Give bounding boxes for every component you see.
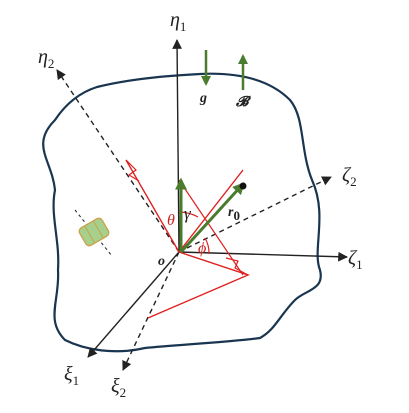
body-outline xyxy=(42,72,322,353)
eta1-label: η1 xyxy=(170,9,186,34)
theta-label: θ xyxy=(167,212,175,229)
xi2-axis xyxy=(122,251,180,371)
r0-endpoint xyxy=(239,182,247,190)
xi2-label: ξ2 xyxy=(111,375,126,400)
origin-label: o xyxy=(158,254,165,269)
eta1-axis xyxy=(172,39,182,253)
zeta1-label: ζ1 xyxy=(348,247,363,272)
buoyancy-label: 𝓑 xyxy=(235,95,252,110)
eta2-label: η2 xyxy=(38,46,54,71)
particle-axis xyxy=(74,209,113,257)
gravity-label: g xyxy=(199,91,207,106)
phi-arc xyxy=(204,237,210,255)
r0-label: r0 xyxy=(228,205,240,223)
theta-projection xyxy=(178,179,244,276)
phi-label: ϕ xyxy=(198,240,206,257)
theta-arc xyxy=(178,211,199,218)
zeta2-label: ζ2 xyxy=(342,164,357,189)
zeta2-axis xyxy=(178,176,332,253)
r0-vector xyxy=(179,182,245,254)
eta2-axis xyxy=(56,69,180,253)
zeta1-axis xyxy=(178,251,348,262)
xi1-axis xyxy=(87,251,180,358)
upper-right-angle-mark xyxy=(125,159,140,182)
xi1-label: ξ1 xyxy=(64,363,79,388)
gamma-label: γ xyxy=(184,204,192,223)
particle xyxy=(78,217,110,247)
